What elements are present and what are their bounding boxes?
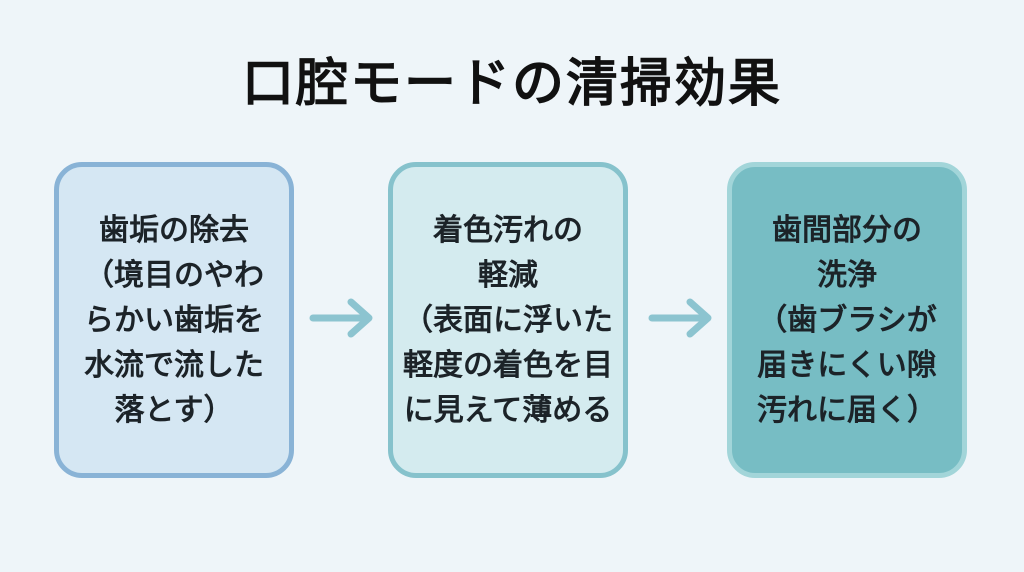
page-title: 口腔モードの清掃効果 xyxy=(241,54,782,114)
step-box-plaque-removal: 歯垢の除去 （境目のやわ らかい歯垢を 水流で流した 落とす） xyxy=(54,162,294,478)
step-detail-line: 届きにくい隙 xyxy=(757,347,937,383)
step-detail-line: （境目のやわ xyxy=(84,257,264,293)
step-detail-line: （歯ブラシが xyxy=(757,302,937,338)
step-heading: 軽減 xyxy=(478,257,538,293)
step-detail-line: らかい歯垢を xyxy=(84,302,264,338)
arrow-right-icon xyxy=(648,298,712,338)
step-detail-line: 汚れに届く） xyxy=(757,392,937,428)
step-heading: 着色汚れの xyxy=(433,212,583,248)
step-heading: 歯垢の除去 xyxy=(99,212,249,248)
step-text: 着色汚れの 軽減 （表面に浮いた 軽度の着色を目 に見えて薄める xyxy=(403,208,613,433)
arrow-right-icon xyxy=(309,298,373,338)
step-box-interdental-cleaning: 歯間部分の 洗浄 （歯ブラシが 届きにくい隙 汚れに届く） xyxy=(727,162,967,478)
step-heading: 洗浄 xyxy=(817,257,877,293)
step-detail-line: 落とす） xyxy=(114,392,234,428)
step-box-stain-reduction: 着色汚れの 軽減 （表面に浮いた 軽度の着色を目 に見えて薄める xyxy=(388,162,628,478)
step-detail-line: 軽度の着色を目 xyxy=(403,347,613,383)
step-heading: 歯間部分の xyxy=(772,212,922,248)
step-text: 歯間部分の 洗浄 （歯ブラシが 届きにくい隙 汚れに届く） xyxy=(742,208,952,433)
step-detail-line: 水流で流した xyxy=(84,347,264,383)
step-detail-line: に見えて薄める xyxy=(403,392,613,428)
step-detail-line: （表面に浮いた xyxy=(403,302,613,338)
step-text: 歯垢の除去 （境目のやわ らかい歯垢を 水流で流した 落とす） xyxy=(69,208,279,433)
